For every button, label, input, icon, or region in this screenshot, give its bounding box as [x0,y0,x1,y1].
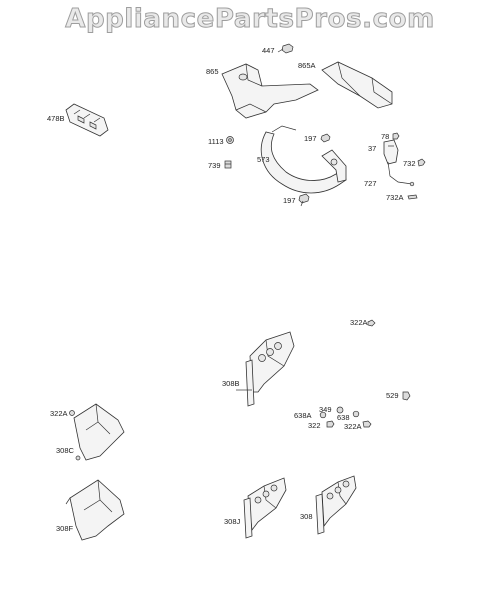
part-529[interactable] [402,391,411,401]
part-322A-mid[interactable] [362,420,372,428]
part-638[interactable] [352,410,360,418]
shield-308C[interactable] [73,403,125,461]
label-865: 865 [206,67,219,76]
label-447: 447 [262,46,275,55]
part-732[interactable] [417,158,426,167]
label-322A-mid: 322A [344,422,362,431]
part-478B[interactable] [65,103,109,137]
label-78: 78 [381,132,389,141]
label-478B: 478B [47,114,65,123]
label-573: 573 [257,155,270,164]
label-322A-left: 322A [50,409,68,418]
shield-308[interactable] [315,475,357,535]
part-322A-top[interactable] [367,319,376,327]
screw-197-upper[interactable] [320,133,331,143]
link-727[interactable] [387,161,415,187]
part-349[interactable] [336,406,344,414]
label-322: 322 [308,421,321,430]
label-1113: 1113 [208,137,224,146]
part-638A[interactable] [319,411,327,419]
blower-housing-865[interactable] [221,63,319,119]
label-197-lower: 197 [283,196,296,205]
label-865A: 865A [298,61,316,70]
part-322A-left[interactable] [69,410,75,416]
label-732A: 732A [386,193,404,202]
bracket-37[interactable] [383,139,399,165]
label-37: 37 [368,144,376,153]
label-638: 638 [337,413,350,422]
label-308C: 308C [56,446,75,455]
part-739[interactable] [224,160,232,169]
label-308: 308 [300,512,313,521]
site-title: AppliancePartsPros.com [65,4,435,35]
label-349: 349 [319,405,332,414]
part-1113[interactable] [226,136,234,144]
part-78[interactable] [392,132,400,140]
label-308F: 308F [56,524,74,533]
site-header: AppliancePartsPros.com [0,0,500,42]
screw-197-lower[interactable] [298,193,310,207]
label-638A: 638A [294,411,312,420]
blower-housing-865A[interactable] [321,61,393,109]
label-727: 727 [364,179,377,188]
shield-308F[interactable] [65,479,125,541]
label-529: 529 [386,391,399,400]
label-739: 739 [208,161,221,170]
label-197-upper: 197 [304,134,317,143]
label-308B: 308B [222,379,240,388]
shield-308J[interactable] [243,477,287,539]
part-732A[interactable] [407,194,418,200]
air-guide-573[interactable] [260,125,347,194]
screw-447[interactable] [277,43,294,54]
label-322A-top: 322A [350,318,368,327]
part-322[interactable] [326,420,335,428]
shield-308B[interactable] [236,331,295,407]
label-308J: 308J [224,517,241,526]
label-732: 732 [403,159,416,168]
